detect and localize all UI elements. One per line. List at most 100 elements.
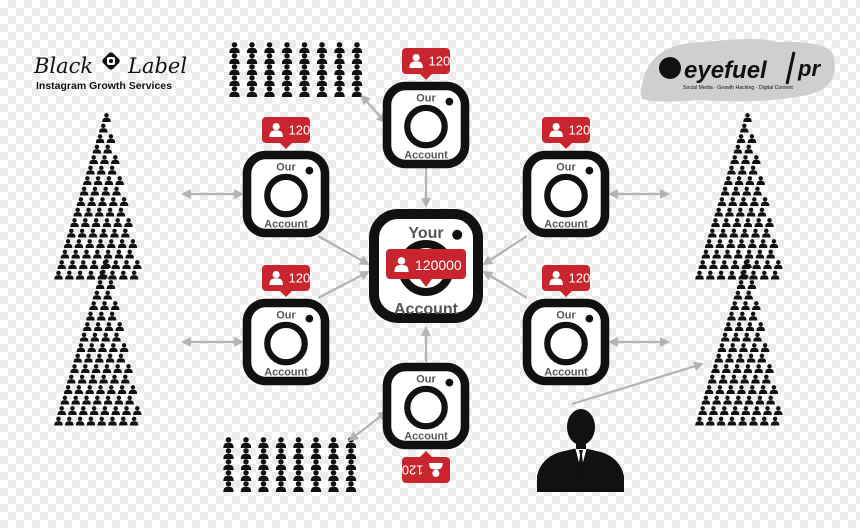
person-icon bbox=[752, 301, 761, 310]
person-icon bbox=[750, 343, 759, 352]
person-icon bbox=[725, 207, 734, 217]
person-icon bbox=[97, 416, 106, 426]
person-icon bbox=[725, 353, 734, 363]
person-icon bbox=[738, 165, 747, 175]
person-icon bbox=[98, 197, 107, 206]
person-icon bbox=[96, 385, 105, 394]
accounts: OurAccount120OurAccount120OurAccount120O… bbox=[242, 48, 610, 483]
person-icon bbox=[744, 395, 754, 405]
person-icon bbox=[727, 165, 736, 175]
person-icon bbox=[328, 470, 339, 481]
crowd-pyramid-right-upper bbox=[695, 113, 783, 280]
person-icon bbox=[111, 260, 120, 269]
person-icon bbox=[722, 218, 731, 227]
person-icon bbox=[264, 75, 275, 86]
person-icon bbox=[74, 385, 84, 394]
badge-count: 120 bbox=[289, 123, 311, 138]
person-icon bbox=[76, 197, 86, 206]
person-icon bbox=[82, 249, 91, 259]
person-icon bbox=[716, 416, 726, 426]
person-icon bbox=[115, 176, 124, 185]
person-icon bbox=[310, 459, 322, 470]
person-icon bbox=[101, 332, 110, 342]
person-icon bbox=[755, 395, 765, 405]
person-icon bbox=[125, 249, 134, 259]
person-icon bbox=[92, 290, 102, 300]
person-icon bbox=[722, 364, 731, 373]
person-icon bbox=[769, 385, 779, 394]
person-icon bbox=[65, 270, 74, 280]
person-icon bbox=[708, 374, 717, 384]
person-icon bbox=[737, 385, 746, 394]
person-icon bbox=[753, 332, 762, 342]
person-icon bbox=[316, 53, 328, 64]
person-icon bbox=[229, 75, 240, 86]
person-icon bbox=[310, 481, 322, 492]
person-icon bbox=[760, 197, 770, 206]
person-icon bbox=[129, 270, 139, 280]
person-icon bbox=[100, 406, 110, 415]
person-icon bbox=[742, 186, 751, 196]
person-icon bbox=[718, 228, 728, 238]
person-icon bbox=[107, 311, 117, 321]
person-icon bbox=[763, 406, 772, 415]
person-icon bbox=[774, 260, 783, 269]
person-icon bbox=[111, 301, 120, 310]
person-icon bbox=[715, 385, 725, 394]
person-icon bbox=[730, 301, 739, 310]
person-icon bbox=[334, 64, 345, 75]
badge-count: 120 bbox=[569, 123, 591, 138]
arrow-crowd-to-bottom bbox=[348, 410, 388, 442]
person-icon bbox=[730, 260, 740, 269]
person-icon bbox=[240, 470, 252, 481]
account-label-bottom: Account bbox=[404, 431, 448, 443]
person-icon bbox=[744, 290, 753, 300]
person-icon bbox=[264, 42, 275, 53]
follower-badge: 120 bbox=[542, 117, 590, 149]
person-icon bbox=[351, 42, 363, 53]
person-icon bbox=[54, 270, 63, 280]
crowd-pyramid-left-upper bbox=[54, 113, 142, 280]
person-icon bbox=[737, 239, 746, 248]
person-icon bbox=[704, 239, 714, 248]
person-icon bbox=[299, 75, 310, 86]
person-icon bbox=[223, 448, 234, 459]
person-icon bbox=[275, 437, 287, 448]
person-icon bbox=[91, 218, 101, 227]
person-icon bbox=[293, 470, 304, 481]
logo-left-word1: Black bbox=[33, 54, 93, 78]
person-icon bbox=[246, 86, 258, 97]
person-icon bbox=[70, 364, 79, 373]
person-icon bbox=[258, 459, 269, 470]
person-icon bbox=[746, 353, 756, 363]
logo-divider bbox=[785, 51, 796, 85]
person-icon bbox=[748, 165, 758, 175]
person-icon bbox=[770, 416, 780, 426]
person-icon bbox=[743, 113, 752, 122]
follower-badge: 120 bbox=[262, 265, 310, 297]
person-icon bbox=[717, 343, 727, 352]
person-icon bbox=[293, 448, 304, 459]
person-icon bbox=[727, 416, 737, 426]
person-icon bbox=[223, 470, 234, 481]
person-icon bbox=[345, 459, 357, 470]
person-icon bbox=[758, 239, 768, 248]
person-icon bbox=[752, 260, 761, 269]
person-icon bbox=[766, 395, 775, 405]
person-icon bbox=[95, 207, 104, 217]
person-icon bbox=[77, 374, 87, 384]
person-icon bbox=[695, 416, 704, 426]
logo-cloud-icon bbox=[641, 39, 835, 102]
person-icon bbox=[98, 343, 107, 352]
person-icon bbox=[736, 280, 746, 289]
follower-badge: 120 bbox=[402, 451, 450, 483]
person-icon bbox=[345, 481, 357, 492]
person-icon bbox=[310, 470, 322, 481]
person-icon bbox=[736, 207, 745, 217]
person-icon bbox=[726, 239, 735, 248]
person-icon bbox=[748, 385, 757, 394]
logo-eye-icon bbox=[659, 57, 681, 79]
